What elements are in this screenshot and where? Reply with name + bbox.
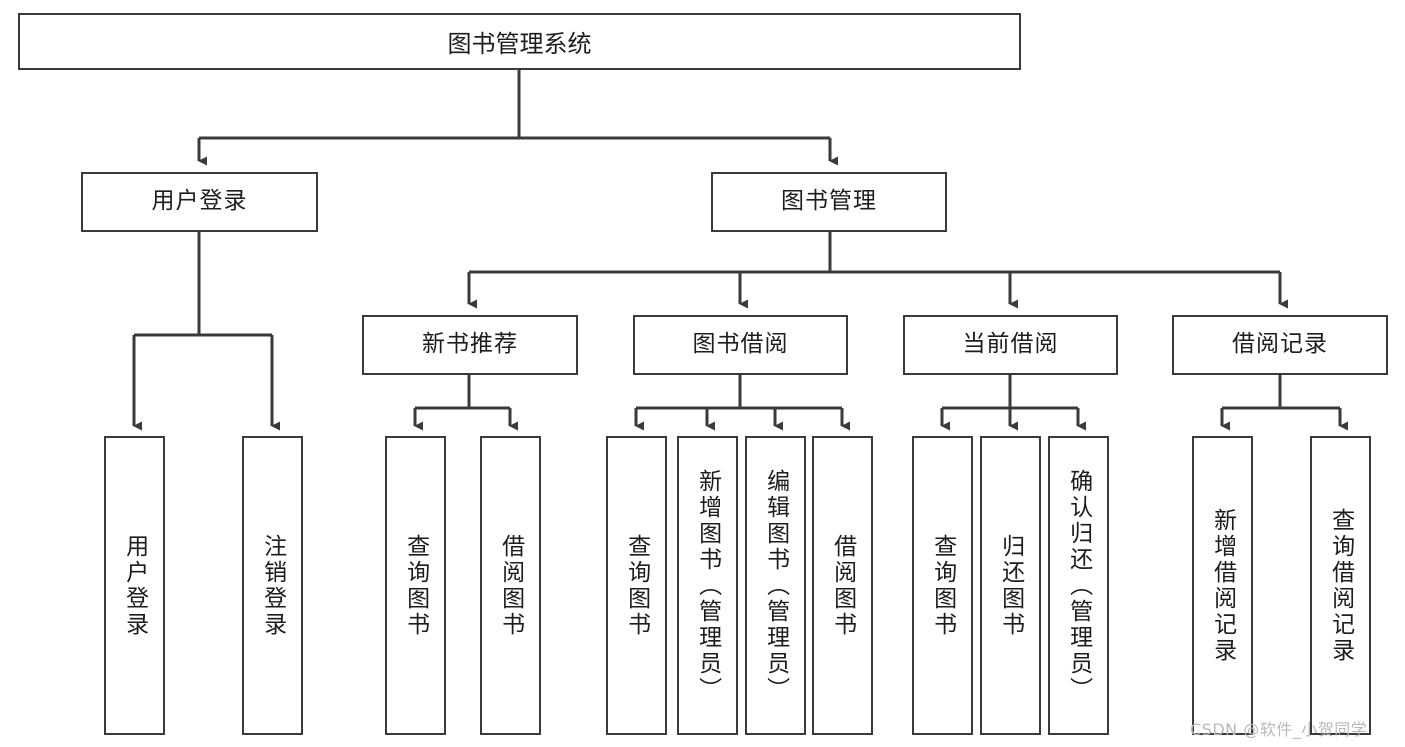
- leaf-user-login-logout[interactable]: 注销登录: [242, 436, 303, 735]
- leaf-user-login-login[interactable]: 用户登录: [104, 436, 165, 735]
- leaf-label: 注销登录: [259, 533, 286, 638]
- leaf-label: 查询图书: [623, 533, 650, 638]
- csdn-watermark: CSDN @软件_小贺同学: [1190, 720, 1368, 739]
- leaf-label: 查询图书: [929, 533, 956, 638]
- node-label: 新书推荐: [422, 331, 518, 358]
- leaf-current-borrow-confirm-return[interactable]: 确认归还（管理员）: [1048, 436, 1109, 735]
- leaf-label: 新增图书（管理员）: [694, 468, 721, 703]
- leaf-book-borrow-query[interactable]: 查询图书: [606, 436, 667, 735]
- node-borrow-record[interactable]: 借阅记录: [1172, 315, 1388, 375]
- leaf-new-book-borrow[interactable]: 借阅图书: [480, 436, 541, 735]
- leaf-book-borrow-borrow[interactable]: 借阅图书: [812, 436, 873, 735]
- leaf-label: 用户登录: [121, 533, 148, 638]
- leaf-label: 借阅图书: [829, 533, 856, 638]
- node-label: 图书借阅: [692, 331, 789, 358]
- leaf-label: 编辑图书（管理员）: [762, 468, 789, 703]
- leaf-label: 确认归还（管理员）: [1065, 468, 1092, 703]
- node-label: 借阅记录: [1232, 331, 1328, 358]
- leaf-label: 新增借阅记录: [1209, 507, 1236, 664]
- leaf-current-borrow-query[interactable]: 查询图书: [912, 436, 973, 735]
- leaf-borrow-record-add[interactable]: 新增借阅记录: [1192, 436, 1253, 735]
- node-new-book-recommend[interactable]: 新书推荐: [362, 315, 578, 375]
- node-label: 用户登录: [151, 188, 248, 215]
- node-book-borrow[interactable]: 图书借阅: [633, 315, 848, 375]
- node-label: 图书管理系统: [447, 30, 592, 58]
- node-label: 图书管理: [781, 188, 877, 215]
- node-book-management[interactable]: 图书管理: [711, 172, 947, 232]
- leaf-label: 查询图书: [402, 533, 429, 638]
- leaf-book-borrow-edit[interactable]: 编辑图书（管理员）: [745, 436, 806, 735]
- node-user-login[interactable]: 用户登录: [81, 172, 318, 232]
- leaf-label: 借阅图书: [497, 533, 524, 638]
- leaf-borrow-record-query[interactable]: 查询借阅记录: [1310, 436, 1371, 735]
- node-root-system[interactable]: 图书管理系统: [18, 13, 1021, 70]
- node-label: 当前借阅: [962, 331, 1059, 358]
- leaf-book-borrow-add[interactable]: 新增图书（管理员）: [677, 436, 738, 735]
- leaf-label: 归还图书: [997, 533, 1024, 638]
- leaf-new-book-query[interactable]: 查询图书: [385, 436, 446, 735]
- leaf-label: 查询借阅记录: [1327, 507, 1354, 664]
- leaf-current-borrow-return[interactable]: 归还图书: [980, 436, 1041, 735]
- node-current-borrow[interactable]: 当前借阅: [903, 315, 1118, 375]
